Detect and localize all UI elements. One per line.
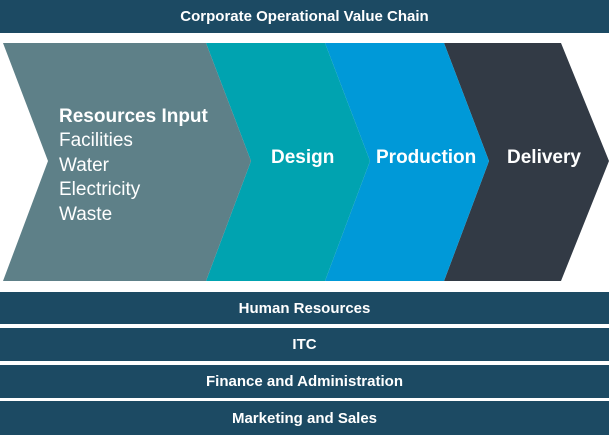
design-label: Design (271, 147, 335, 168)
resource-item-facilities: Facilities (59, 130, 133, 151)
chevron-delivery (444, 43, 609, 281)
resource-item-waste: Waste (59, 203, 113, 225)
resource-item-water: Water (59, 154, 109, 176)
support-bar-itc: ITC (0, 328, 609, 361)
chevron-production (325, 43, 489, 281)
primary-activities-chevrons: Resources Input Facilities Water Electri… (0, 40, 609, 284)
support-bar-finance-administration: Finance and Administration (0, 365, 609, 398)
delivery-label: Delivery (507, 147, 581, 168)
resource-item-electricity: Electricity (59, 179, 141, 200)
support-bar-human-resources: Human Resources (0, 292, 609, 324)
resources-input-title: Resources Input (59, 106, 208, 127)
chevron-design (206, 43, 370, 281)
chevron-graphic (3, 43, 609, 281)
value-chain-title: Corporate Operational Value Chain (0, 0, 609, 33)
support-bar-marketing-sales: Marketing and Sales (0, 401, 609, 435)
chevron-resources-input (3, 43, 251, 281)
resources-input-block: Resources Input Facilities Water Electri… (59, 104, 208, 227)
production-label: Production (376, 147, 477, 168)
